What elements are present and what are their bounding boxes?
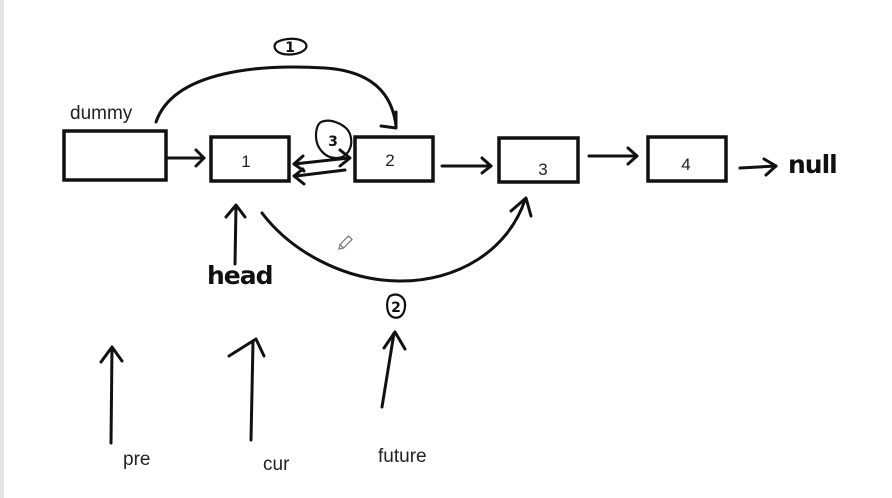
step-marker-3: 3 (314, 119, 353, 160)
pencil-cursor-icon (338, 235, 353, 250)
node-3 (497, 136, 580, 184)
arrow-3-to-4 (587, 146, 639, 166)
curve-arrow-1-to-3 (260, 196, 533, 283)
null-label: null (788, 150, 837, 179)
node-3-value: 3 (538, 160, 547, 179)
step-marker-1: 1 (273, 37, 308, 56)
cur-label: cur (263, 454, 290, 475)
node-dummy (62, 129, 168, 182)
step-marker-2-text: 2 (391, 300, 401, 316)
dummy-label: dummy (70, 103, 133, 124)
step-marker-2: 2 (386, 293, 407, 319)
node-2-value: 2 (385, 151, 394, 170)
future-label: future (378, 446, 427, 467)
pre-label: pre (123, 449, 150, 470)
node-1 (209, 135, 291, 183)
pre-pointer-arrow (99, 345, 124, 445)
node-4-value: 4 (681, 155, 690, 174)
arrow-dummy-to-1 (166, 148, 206, 168)
arrow-4-to-null (738, 157, 778, 177)
double-arrow-1-2 (292, 148, 352, 186)
head-pointer-arrow (224, 203, 247, 266)
node-4 (646, 135, 728, 183)
arrow-2-to-3 (440, 156, 493, 175)
cur-pointer-arrow (227, 337, 266, 442)
curve-arrow-dummy-to-2 (154, 65, 398, 130)
node-1-value: 1 (241, 152, 250, 171)
future-pointer-arrow (380, 330, 407, 409)
left-edge-strip (0, 0, 4, 498)
node-2 (353, 135, 435, 183)
step-marker-1-text: 1 (285, 40, 295, 56)
step-marker-3-text: 3 (328, 134, 338, 150)
head-label: head (207, 261, 273, 290)
